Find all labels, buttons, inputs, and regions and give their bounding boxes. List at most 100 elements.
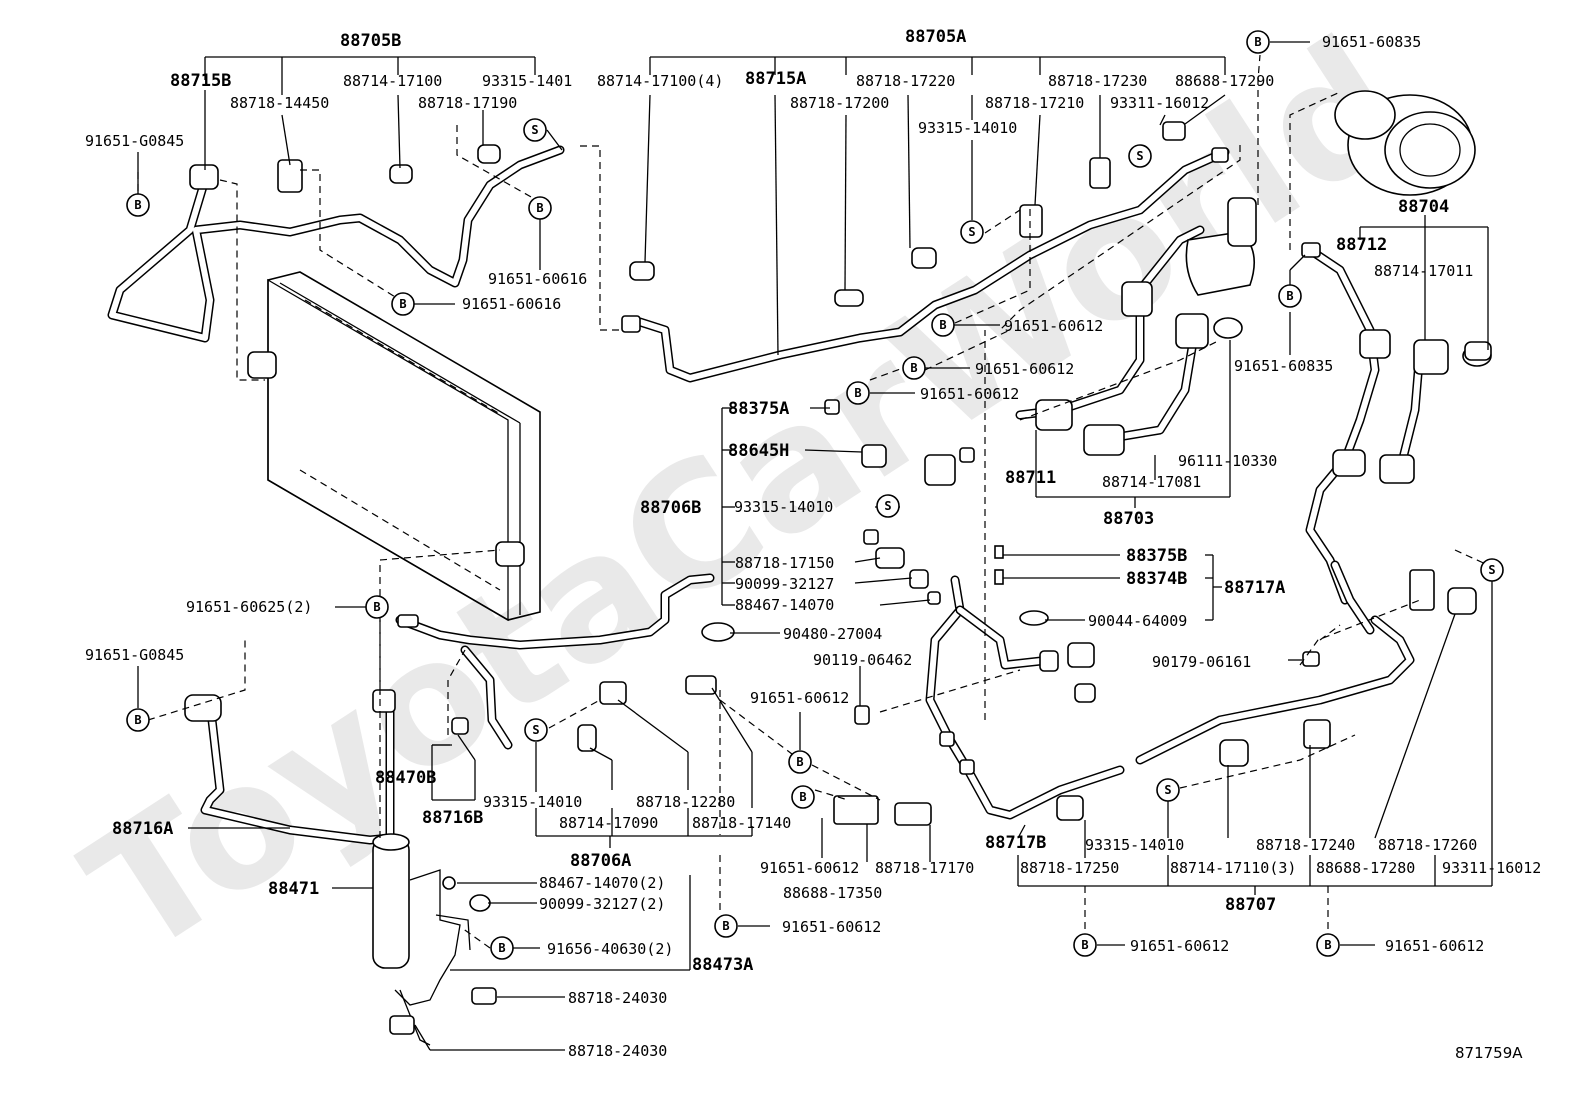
bolt-marker: B bbox=[931, 313, 955, 337]
label-88715B: 88715B bbox=[170, 71, 231, 91]
label-88688-17350: 88688-17350 bbox=[783, 884, 882, 902]
svg-text:B: B bbox=[939, 318, 946, 332]
bolt-marker: B bbox=[126, 193, 150, 217]
bolt-marker: B bbox=[714, 914, 738, 938]
label-88718-17170: 88718-17170 bbox=[875, 859, 974, 877]
label-88467-14070-2: 88467-14070(2) bbox=[539, 874, 665, 892]
bolt-marker: B bbox=[791, 785, 815, 809]
label-91656-40630-2: 91656-40630(2) bbox=[547, 940, 673, 958]
label-93315-14010: 93315-14010 bbox=[734, 498, 833, 516]
label-88374B: 88374B bbox=[1126, 569, 1187, 589]
bolt-marker: B bbox=[391, 292, 415, 316]
svg-text:B: B bbox=[799, 790, 806, 804]
leader-lines bbox=[137, 41, 1493, 1051]
label-91651-60616: 91651-60616 bbox=[488, 270, 587, 288]
label-88714-17011: 88714-17011 bbox=[1374, 262, 1473, 280]
svg-text:B: B bbox=[1254, 35, 1261, 49]
svg-text:B: B bbox=[373, 600, 380, 614]
label-93311-16012: 93311-16012 bbox=[1110, 94, 1209, 112]
label-93315-14010: 93315-14010 bbox=[483, 793, 582, 811]
label-91651-60612: 91651-60612 bbox=[920, 385, 1019, 403]
svg-text:S: S bbox=[1164, 783, 1171, 797]
label-91651-60612: 91651-60612 bbox=[1130, 937, 1229, 955]
bolt-marker: B bbox=[1278, 284, 1302, 308]
label-90119-06462: 90119-06462 bbox=[813, 651, 912, 669]
bolt-marker: B bbox=[1246, 30, 1270, 54]
label-90099-32127-2: 90099-32127(2) bbox=[539, 895, 665, 913]
label-90044-64009: 90044-64009 bbox=[1088, 612, 1187, 630]
svg-text:S: S bbox=[884, 499, 891, 513]
svg-text:B: B bbox=[134, 198, 141, 212]
label-93315-14010: 93315-14010 bbox=[1085, 836, 1184, 854]
bolt-marker: B bbox=[1073, 933, 1097, 957]
label-88718-14450: 88718-14450 bbox=[230, 94, 329, 112]
pipe-drawings bbox=[107, 145, 1425, 845]
label-88706B: 88706B bbox=[640, 498, 701, 518]
label-88718-17230: 88718-17230 bbox=[1048, 72, 1147, 90]
label-88688-17280: 88688-17280 bbox=[1316, 859, 1415, 877]
screw-marker: S bbox=[524, 718, 548, 742]
svg-text:B: B bbox=[134, 713, 141, 727]
label-88718-17200: 88718-17200 bbox=[790, 94, 889, 112]
label-88717B: 88717B bbox=[985, 833, 1046, 853]
label-96111-10330: 96111-10330 bbox=[1178, 452, 1277, 470]
label-90179-06161: 90179-06161 bbox=[1152, 653, 1251, 671]
svg-text:B: B bbox=[854, 386, 861, 400]
bolt-marker: B bbox=[788, 750, 812, 774]
condenser-drawing bbox=[247, 271, 541, 622]
label-88717A: 88717A bbox=[1224, 578, 1285, 598]
bolt-marker: B bbox=[902, 356, 926, 380]
label-88718-17240: 88718-17240 bbox=[1256, 836, 1355, 854]
label-88715A: 88715A bbox=[745, 69, 806, 89]
bolt-marker: B bbox=[528, 196, 552, 220]
label-91651-60625-2: 91651-60625(2) bbox=[186, 598, 312, 616]
label-88711: 88711 bbox=[1005, 468, 1056, 488]
label-88718-12280: 88718-12280 bbox=[636, 793, 735, 811]
dashed-leader-lines bbox=[137, 54, 1491, 949]
svg-text:B: B bbox=[498, 941, 505, 955]
label-91651-G0845: 91651-G0845 bbox=[85, 646, 184, 664]
label-90480-27004: 90480-27004 bbox=[783, 625, 882, 643]
label-93311-16012: 93311-16012 bbox=[1442, 859, 1541, 877]
label-91651-60612: 91651-60612 bbox=[750, 689, 849, 707]
screw-marker: S bbox=[1156, 778, 1180, 802]
svg-text:B: B bbox=[722, 919, 729, 933]
svg-text:S: S bbox=[1136, 149, 1143, 163]
svg-text:B: B bbox=[910, 361, 917, 375]
label-88705B: 88705B bbox=[340, 31, 401, 51]
bolt-marker: B bbox=[126, 708, 150, 732]
label-88470B: 88470B bbox=[375, 768, 436, 788]
label-91651-60612: 91651-60612 bbox=[760, 859, 859, 877]
label-91651-60612: 91651-60612 bbox=[975, 360, 1074, 378]
svg-text:B: B bbox=[536, 201, 543, 215]
label-90099-32127: 90099-32127 bbox=[735, 575, 834, 593]
svg-text:B: B bbox=[1324, 938, 1331, 952]
label-88714-17110-3: 88714-17110(3) bbox=[1170, 859, 1296, 877]
label-88706A: 88706A bbox=[570, 851, 631, 871]
label-88716A: 88716A bbox=[112, 819, 173, 839]
screw-marker: S bbox=[876, 494, 900, 518]
label-91651-60835: 91651-60835 bbox=[1234, 357, 1333, 375]
label-91651-60612: 91651-60612 bbox=[1385, 937, 1484, 955]
label-88712: 88712 bbox=[1336, 235, 1387, 255]
label-93315-1401: 93315-1401 bbox=[482, 72, 572, 90]
fastener-markers: B S B B B S S B B B B S B S B S B B S B … bbox=[126, 30, 1504, 960]
label-88473A: 88473A bbox=[692, 955, 753, 975]
svg-text:B: B bbox=[1286, 289, 1293, 303]
label-88718-17220: 88718-17220 bbox=[856, 72, 955, 90]
svg-text:S: S bbox=[1488, 563, 1495, 577]
label-88716B: 88716B bbox=[422, 808, 483, 828]
label-93315-14010: 93315-14010 bbox=[918, 119, 1017, 137]
label-88718-17150: 88718-17150 bbox=[735, 554, 834, 572]
label-88688-17290: 88688-17290 bbox=[1175, 72, 1274, 90]
component-drawings bbox=[184, 90, 1492, 1046]
svg-text:B: B bbox=[399, 297, 406, 311]
label-88703: 88703 bbox=[1103, 509, 1154, 529]
label-88375B: 88375B bbox=[1126, 546, 1187, 566]
label-88704: 88704 bbox=[1398, 197, 1449, 217]
label-88714-17081: 88714-17081 bbox=[1102, 473, 1201, 491]
screw-marker: S bbox=[523, 118, 547, 142]
label-88718-17190: 88718-17190 bbox=[418, 94, 517, 112]
label-88375A: 88375A bbox=[728, 399, 789, 419]
